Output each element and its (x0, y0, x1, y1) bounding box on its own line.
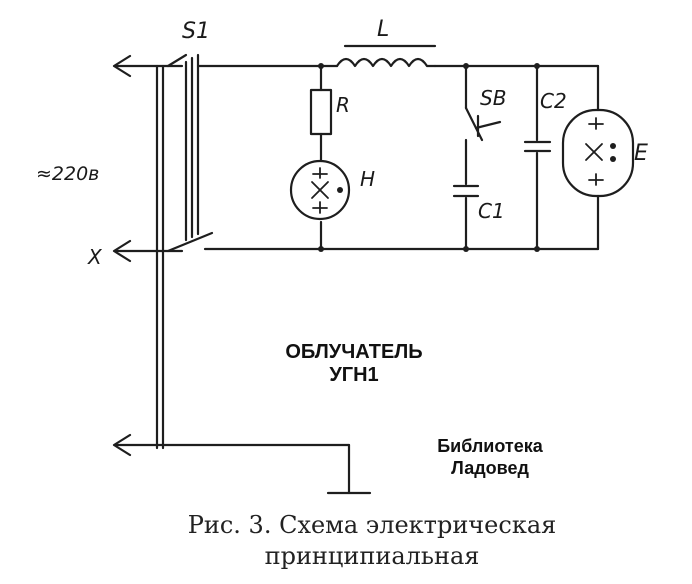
label-l: L (377, 17, 389, 42)
capacitor-c1 (452, 184, 480, 252)
indicator-lamp-h (289, 159, 351, 221)
label-c1: C1 (478, 199, 505, 223)
label-supply: ≈220в (36, 163, 99, 185)
title-line-2: УГН1 (329, 364, 378, 386)
caption-line-2: принципиальная (265, 542, 480, 570)
resistor-branch (309, 63, 333, 252)
top-lead-arrow (112, 54, 184, 78)
label-s1: S1 (182, 19, 210, 44)
caption-line-1: Рис. 3. Схема электрическая (188, 511, 557, 539)
capacitor-c2 (523, 63, 552, 252)
x-lead-arrow (112, 239, 184, 263)
label-c2: C2 (540, 89, 567, 113)
title-line-1: ОБЛУЧАТЕЛЬ (285, 341, 422, 363)
label-e: E (634, 141, 648, 166)
inductor-l (335, 44, 437, 68)
label-sb: SB (480, 86, 506, 110)
library-line-2: Ладовед (451, 458, 529, 478)
switch-s1[interactable] (166, 53, 214, 253)
lamp-e (561, 64, 635, 251)
label-h: H (360, 167, 375, 191)
label-x: X (87, 245, 103, 269)
label-r: R (336, 93, 350, 117)
library-line-1: Библиотека (437, 436, 544, 456)
button-sb[interactable] (463, 63, 502, 186)
power-cord (155, 64, 165, 450)
ground-lead (112, 433, 372, 495)
resistor-r (309, 88, 333, 136)
